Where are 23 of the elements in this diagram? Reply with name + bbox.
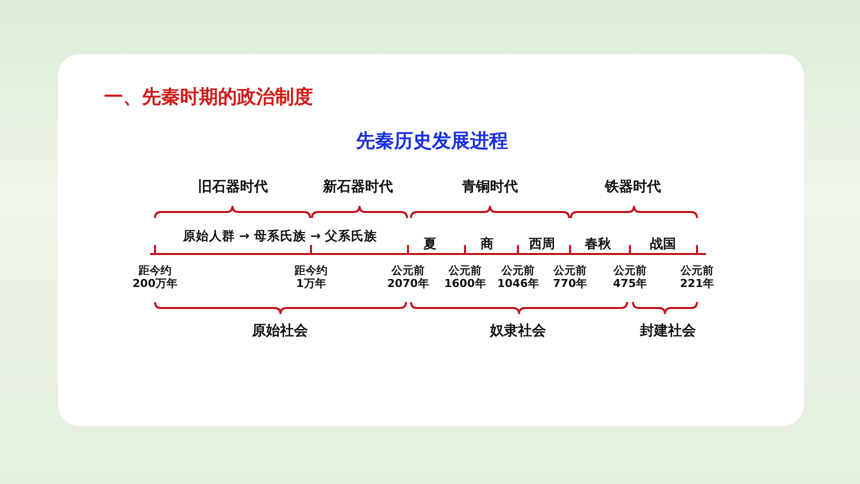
society-label: 封建社会 <box>640 322 696 340</box>
date-label: 距今约 200万年 <box>132 264 178 290</box>
period-label: 夏 <box>424 236 436 253</box>
society-label: 奴隶社会 <box>490 322 546 340</box>
date-label: 公元前 221年 <box>679 264 715 290</box>
era-label: 新石器时代 <box>323 178 393 196</box>
era-label: 铁器时代 <box>605 178 661 196</box>
period-label: 战国 <box>650 236 676 253</box>
era-label: 旧石器时代 <box>198 178 268 196</box>
period-label: 西周 <box>529 236 555 253</box>
section-heading: 一、先秦时期的政治制度 <box>104 85 313 110</box>
date-label: 公元前 770年 <box>552 264 588 290</box>
period-label: 商 <box>480 236 494 253</box>
date-label: 公元前 1046年 <box>496 264 540 290</box>
era-label: 青铜时代 <box>462 178 518 196</box>
society-label: 原始社会 <box>252 322 308 340</box>
period-label: 春秋 <box>585 236 611 253</box>
date-label: 公元前 2070年 <box>386 264 430 290</box>
diagram-subtitle: 先秦历史发展进程 <box>356 129 508 154</box>
stage-sequence-text: 原始人群 → 母系氏族 → 父系氏族 <box>182 228 378 245</box>
date-label: 距今约 1万年 <box>294 264 328 290</box>
date-label: 公元前 1600年 <box>443 264 487 290</box>
date-label: 公元前 475年 <box>612 264 648 290</box>
